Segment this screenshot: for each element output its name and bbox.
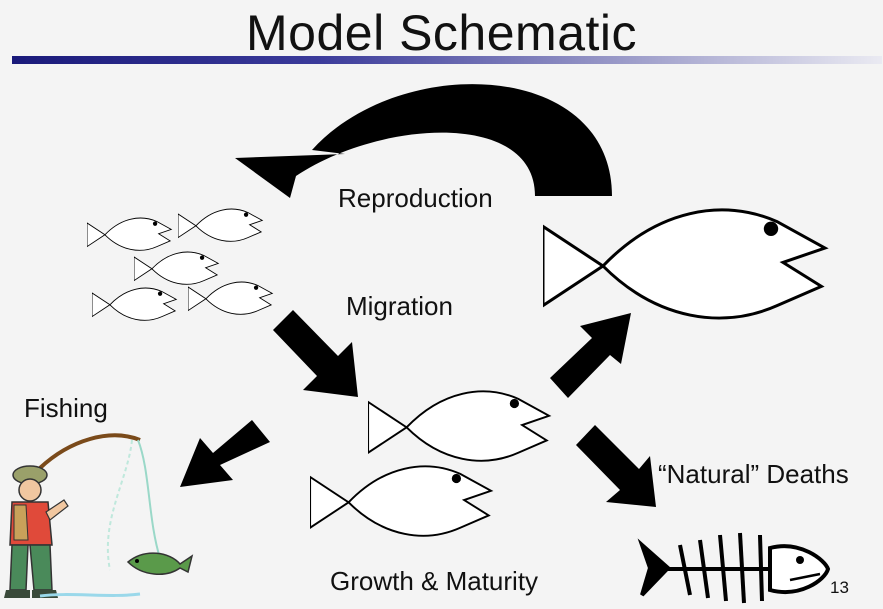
growing-fish-icon (310, 391, 549, 535)
reproduction-label: Reproduction (338, 183, 493, 214)
mature-fish-icon (543, 210, 825, 318)
migration-arrow-icon (273, 310, 358, 397)
reproduction-curved-arrow-icon (235, 84, 612, 198)
fishing-arrow-icon (180, 420, 270, 487)
growth-maturity-label: Growth & Maturity (330, 566, 538, 597)
fishing-label: Fishing (24, 393, 108, 424)
fisherman-icon (4, 435, 192, 598)
natural-deaths-label: “Natural” Deaths (658, 459, 849, 490)
natural-deaths-arrow-icon (576, 425, 656, 507)
maturation-arrow-icon (550, 313, 631, 398)
juvenile-fish-school-icon (87, 209, 272, 320)
page-number: 13 (830, 578, 849, 598)
migration-label: Migration (346, 291, 453, 322)
fish-skeleton-icon (642, 533, 828, 603)
